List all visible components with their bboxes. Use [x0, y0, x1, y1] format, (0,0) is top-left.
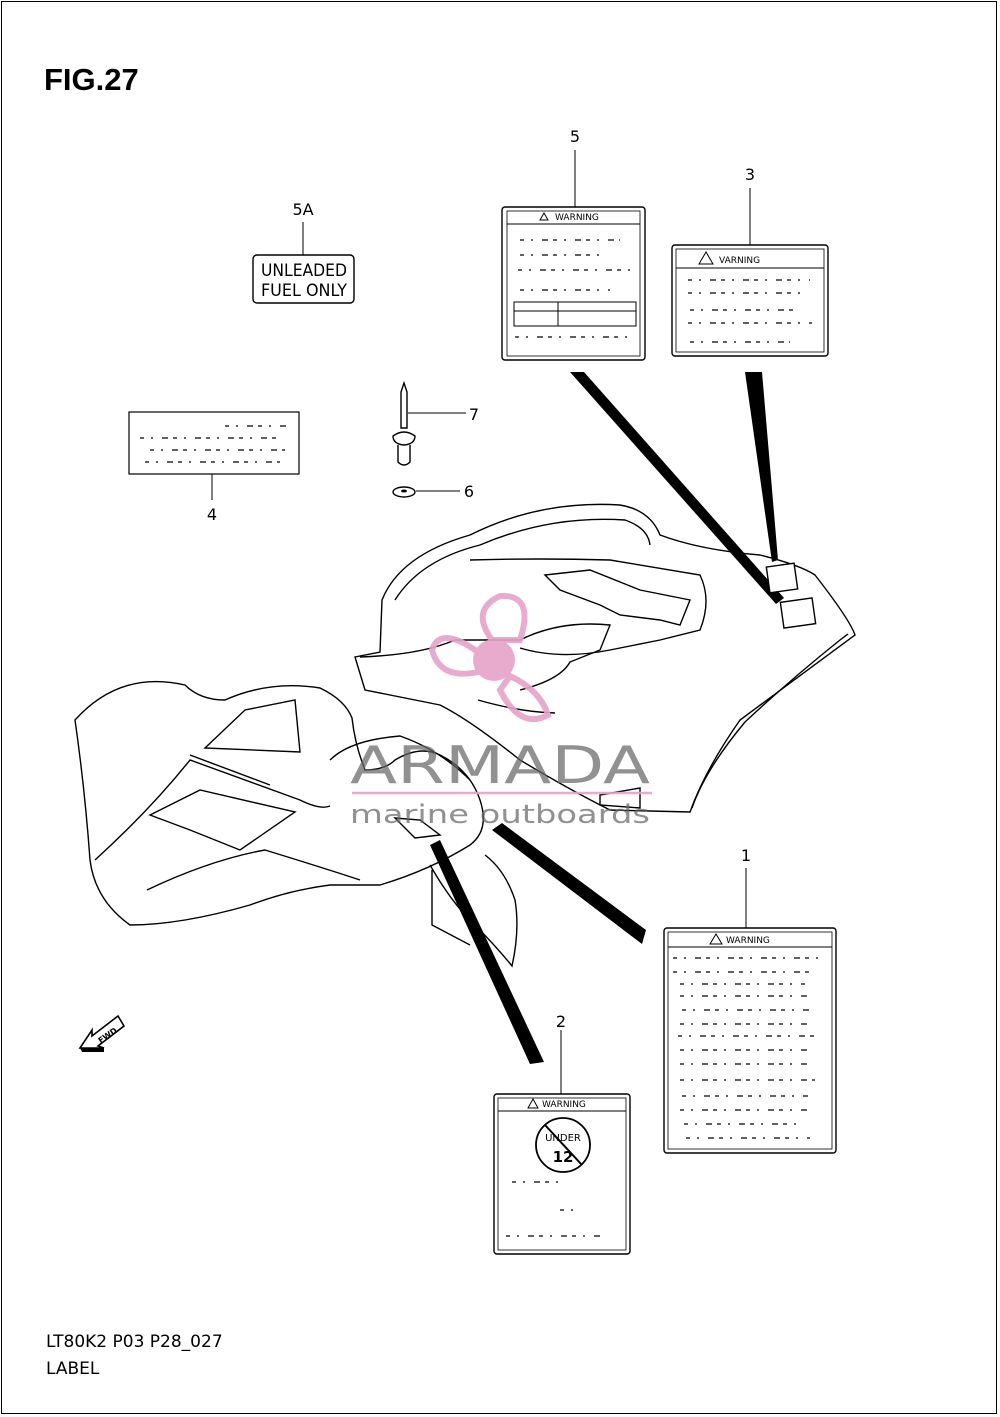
fuel-label-line2: FUEL ONLY — [261, 281, 348, 301]
watermark-tagline: marine outboards — [350, 800, 650, 830]
callout-2: 2 — [556, 1012, 566, 1031]
pointer-wedges — [430, 372, 784, 1064]
label-3: VARNING — [671, 188, 829, 357]
label-1: WARNING — [663, 868, 837, 1154]
washer-part-6 — [392, 486, 460, 498]
callout-5a: 5A — [292, 200, 313, 219]
callout-6: 6 — [464, 482, 474, 501]
label-4 — [128, 411, 300, 500]
fwd-arrow-icon: FWD — [78, 1014, 126, 1052]
label-2: WARNING UNDER 12 — [493, 1030, 631, 1255]
propeller-icon — [428, 592, 552, 722]
fuel-label-line1: UNLEADED — [261, 261, 347, 281]
callout-7: 7 — [469, 405, 479, 424]
age-badge-line1: UNDER — [545, 1133, 581, 1144]
label-2-header: WARNING — [542, 1100, 586, 1110]
label-5a-fuel: UNLEADED FUEL ONLY — [252, 222, 355, 304]
callout-3: 3 — [745, 165, 755, 184]
rivet-part-7 — [392, 380, 466, 466]
label-5: WARNING — [501, 150, 646, 361]
armada-watermark: ARMADA marine outboards — [350, 592, 652, 830]
callout-5: 5 — [570, 127, 580, 146]
label-3-header: VARNING — [719, 256, 760, 266]
model-code: LT80K2 P03 P28_027 — [46, 1332, 223, 1352]
label-1-header: WARNING — [726, 936, 770, 946]
age-badge-line2: 12 — [553, 1148, 574, 1166]
watermark-brand: ARMADA — [350, 736, 651, 796]
fender-assembly — [74, 503, 856, 968]
section-name: LABEL — [46, 1359, 100, 1379]
callout-1: 1 — [741, 846, 751, 865]
figure-title: FIG.27 — [44, 62, 139, 97]
label-5-header: WARNING — [555, 213, 599, 223]
callout-4: 4 — [207, 505, 217, 524]
